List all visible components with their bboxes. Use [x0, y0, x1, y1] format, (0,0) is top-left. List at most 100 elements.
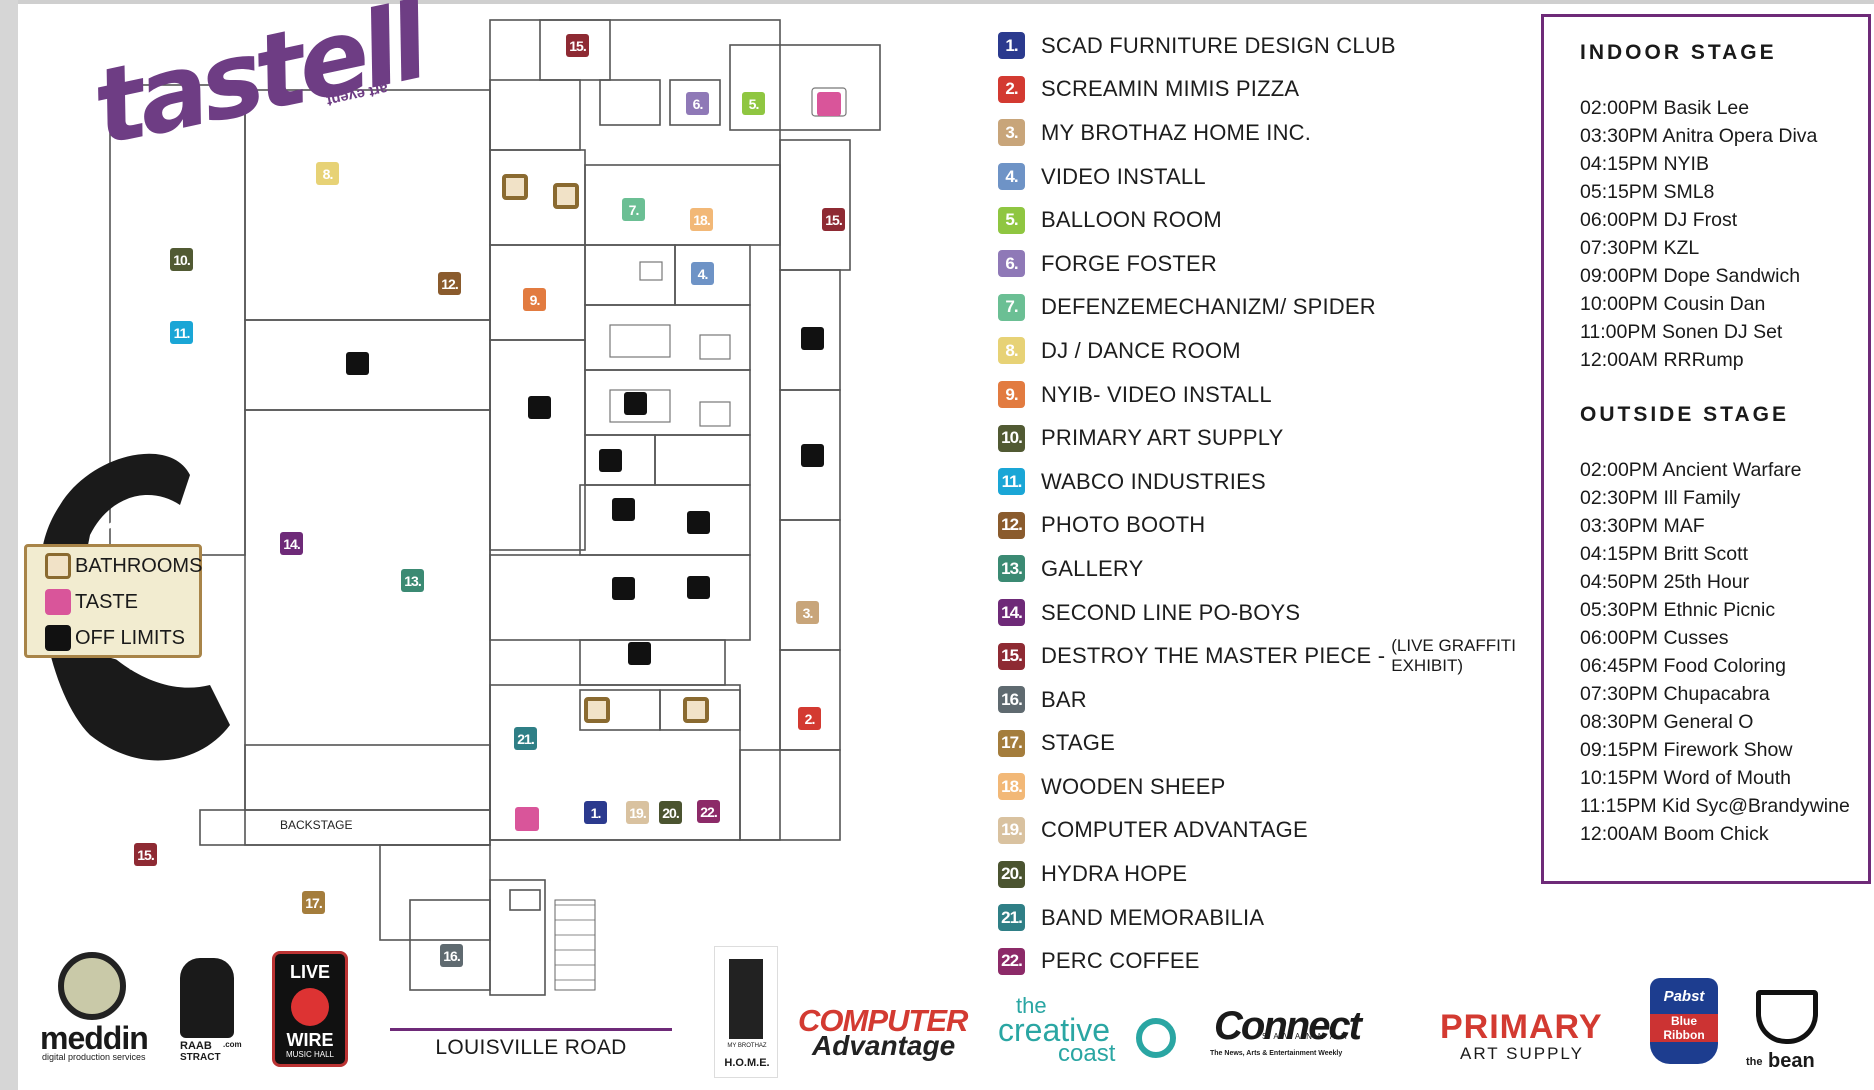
mouth-outline-shape	[40, 453, 230, 761]
meddin-logo-subtitle: digital production services	[42, 1052, 146, 1062]
floor-plan-wall	[489, 19, 781, 841]
legend-number-badge: 5.	[998, 206, 1025, 234]
outside-stage-title: OUTSIDE STAGE	[1580, 403, 1789, 426]
off-limits-marker	[801, 444, 824, 467]
map-area-marker: 16.	[440, 944, 463, 967]
outside-stage-slot: 02:00PM Ancient Warfare	[1580, 459, 1802, 481]
legend-number-badge: 17.	[998, 729, 1025, 757]
legend-item: 21.BAND MEMORABILIA	[998, 896, 1538, 940]
floor-plan-wall	[729, 44, 881, 131]
legend-item: 17.STAGE	[998, 722, 1538, 766]
map-area-marker: 6.	[686, 92, 709, 115]
taste-swatch-icon	[45, 589, 71, 615]
creative-coast-logo-line2: creative	[998, 1012, 1111, 1048]
legend-label: DJ / DANCE ROOM	[1041, 337, 1241, 363]
live-wire-logo-line1: LIVE	[289, 962, 330, 982]
legend-item: 12.PHOTO BOOTH	[998, 504, 1538, 548]
legend-label: FORGE FOSTER	[1041, 250, 1217, 276]
bean-logo-line2: bean	[1768, 1050, 1815, 1072]
map-area-marker: 7.	[622, 198, 645, 221]
computer-advantage-logo-line1: COMPUTER	[798, 1003, 968, 1038]
bean-logo-line1: the	[1746, 1056, 1763, 1068]
legend-item: 6.FORGE FOSTER	[998, 242, 1538, 286]
legend-item: 3.MY BROTHAZ HOME INC.	[998, 111, 1538, 155]
legend-label: WABCO INDUSTRIES	[1041, 468, 1266, 494]
legend-label: PERC COFFEE	[1041, 948, 1200, 974]
outside-stage-slot: 09:15PM Firework Show	[1580, 739, 1793, 761]
legend-number-badge: 20.	[998, 860, 1025, 888]
legend-number-badge: 13.	[998, 555, 1025, 583]
legend-sublabel: (LIVE GRAFFITI EXHIBIT)	[1391, 636, 1516, 676]
mouth-teeth-shape	[90, 505, 180, 545]
legend-item: 22. PERC COFFEE	[998, 939, 1538, 983]
legend-item: 19.COMPUTER ADVANTAGE	[998, 809, 1538, 853]
legend-item: 1.SCAD FURNITURE DESIGN CLUB	[998, 24, 1538, 68]
legend-label: BAR	[1041, 686, 1087, 712]
taste-marker	[817, 92, 841, 116]
map-key-off-limits: OFF LIMITS	[45, 625, 185, 651]
connect-logo-city: SAVANNAH	[1262, 1032, 1353, 1041]
off-limits-marker	[612, 498, 635, 521]
map-area-marker: 12.	[438, 272, 461, 295]
map-area-marker: 2.	[798, 707, 821, 730]
legend-number-badge: 1.	[998, 32, 1025, 60]
legend-label: DESTROY THE MASTER PIECE -	[1041, 643, 1386, 669]
floor-plan-wall	[379, 844, 491, 941]
meddin-logo-icon	[58, 952, 126, 1020]
outside-stage-slot: 06:00PM Cusses	[1580, 627, 1729, 649]
off-limits-marker	[599, 449, 622, 472]
floor-plan-table	[609, 324, 671, 358]
legend-label: GALLERY	[1041, 555, 1144, 581]
legend-label: MY BROTHAZ HOME INC.	[1041, 119, 1312, 145]
floor-plan	[109, 19, 881, 996]
map-key: BATHROOMS TASTE OFF LIMITS	[24, 544, 202, 658]
legend-label: BALLOON ROOM	[1041, 207, 1222, 233]
floor-plan-wall	[579, 639, 726, 686]
bathroom-marker	[553, 183, 579, 209]
brothaz-logo-line2: H.O.M.E.	[724, 1057, 770, 1069]
map-area-marker: 14.	[280, 532, 303, 555]
connect-logo-subtitle: The News, Arts & Entertainment Weekly	[1210, 1050, 1343, 1057]
floor-plan-table	[609, 389, 671, 423]
legend-item: 18.WOODEN SHEEP	[998, 765, 1538, 809]
legend-label: SECOND LINE PO-BOYS	[1041, 599, 1301, 625]
legend-number-badge: 22.	[998, 947, 1025, 975]
indoor-stage-slot: 06:00PM DJ Frost	[1580, 209, 1738, 231]
map-area-marker: 15.	[822, 208, 845, 231]
legend-item: 20. HYDRA HOPE	[998, 852, 1538, 896]
floor-plan-wall	[244, 409, 491, 811]
off-limits-marker	[687, 576, 710, 599]
taste-marker	[515, 807, 539, 831]
brothaz-logo-line1: MY BROTHAZ	[727, 1043, 767, 1049]
legend-item: 7.DEFENZEMECHANIZM/ SPIDER	[998, 286, 1538, 330]
legend-label: HYDRA HOPE	[1041, 861, 1188, 887]
creative-coast-logo-line3: coast	[1058, 1040, 1116, 1067]
legend-item: 8.DJ / DANCE ROOM	[998, 329, 1538, 373]
off-limits-marker	[528, 396, 551, 419]
indoor-stage-slot: 07:30PM KZL	[1580, 237, 1700, 259]
indoor-stage-title: INDOOR STAGE	[1580, 41, 1777, 64]
outside-stage-slot: 08:30PM General O	[1580, 711, 1754, 733]
off-limits-marker	[612, 577, 635, 600]
legend-number-badge: 16.	[998, 686, 1025, 714]
raab-logo-icon	[180, 958, 234, 1038]
outside-stage-slot: 06:45PM Food Coloring	[1580, 655, 1786, 677]
legend-item: 16. BAR	[998, 678, 1538, 722]
outside-stage-slot: 02:30PM Ill Family	[1580, 487, 1741, 509]
map-area-marker: 9.	[523, 288, 546, 311]
map-area-marker: 17.	[302, 891, 325, 914]
map-area-marker: 5.	[742, 92, 765, 115]
map-area-marker: 21.	[514, 727, 537, 750]
floor-plan-wall	[599, 79, 661, 126]
mouth-teeth-shape	[100, 635, 210, 685]
map-key-bathrooms-label: BATHROOMS	[75, 554, 203, 577]
outside-stage-slot: 05:30PM Ethnic Picnic	[1580, 599, 1776, 621]
legend-number-badge: 2.	[998, 75, 1025, 103]
indoor-stage-slot: 03:30PM Anitra Opera Diva	[1580, 125, 1818, 147]
legend-number-badge: 19.	[998, 816, 1025, 844]
off-limits-marker	[801, 327, 824, 350]
floor-plan-wall	[489, 879, 546, 996]
outside-stage-slot: 03:30PM MAF	[1580, 515, 1705, 537]
coffee-cup-icon	[1756, 990, 1818, 1044]
